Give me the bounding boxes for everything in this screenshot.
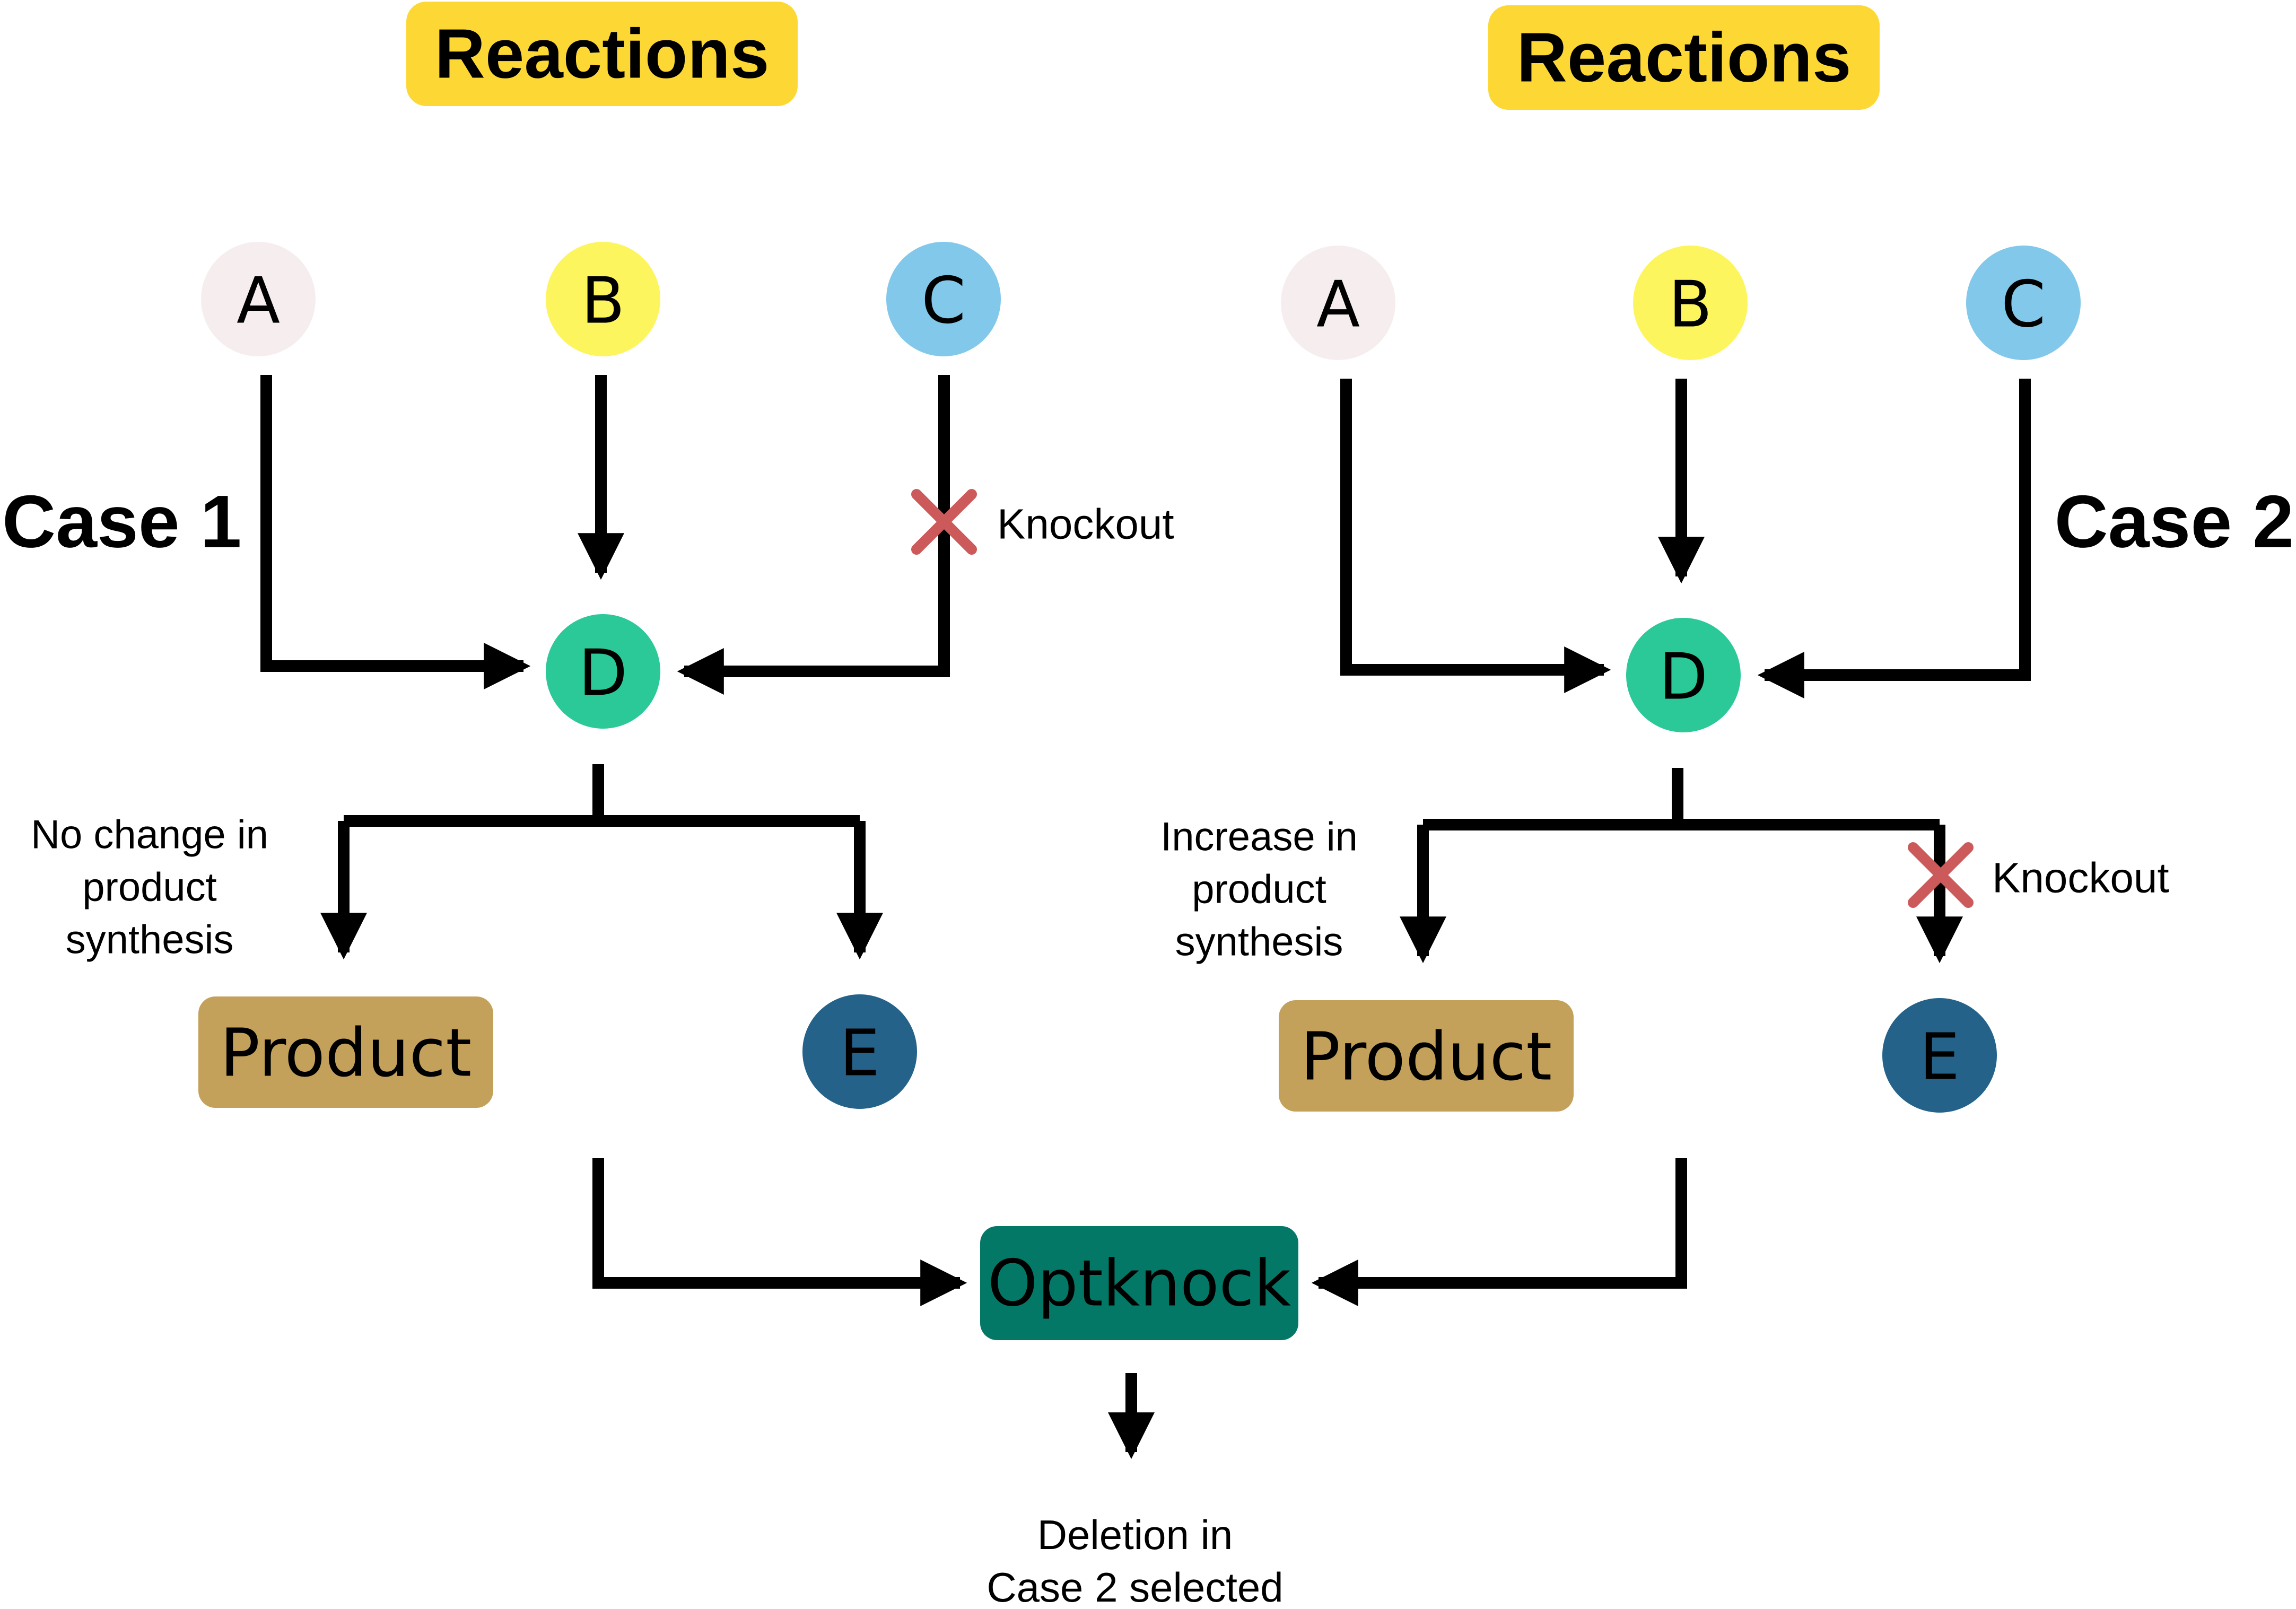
case-2-product: Product xyxy=(1279,1000,1574,1112)
arrow-case-2-to-optknock xyxy=(1311,1158,1687,1306)
case-1-node-b: B xyxy=(546,242,660,356)
arrow-case-1-to-optknock xyxy=(592,1158,967,1306)
case-1-node-a: A xyxy=(201,242,316,356)
case-1-product: Product xyxy=(198,996,493,1108)
result-line-1: Deletion in xyxy=(1037,1511,1233,1558)
result-text: Deletion in Case 2 selected xyxy=(987,1511,1283,1609)
optknock-box: Optknock xyxy=(980,1226,1298,1340)
case-1-node-a-text: A xyxy=(237,265,280,338)
case-1-panel: Reactions Case 1 A B C D E Product xyxy=(2,2,1174,1109)
case-1-node-d-text: D xyxy=(579,637,627,711)
case-1-knockout-icon xyxy=(911,489,977,555)
case-2-arrow-a-to-d xyxy=(1340,379,1611,693)
case-1-node-d: D xyxy=(546,614,660,729)
case-1-arrow-a-to-d xyxy=(260,375,531,689)
case-1-arrow-c-to-d xyxy=(677,375,950,695)
case-2-node-e: E xyxy=(1882,998,1997,1113)
case-2-knockout-icon xyxy=(1908,842,1974,908)
case-1-node-c-text: C xyxy=(921,265,966,338)
case-1-node-e: E xyxy=(802,994,917,1109)
optknock-section: Optknock Deletion in Case 2 selected xyxy=(592,1158,1687,1609)
case-2-node-c: C xyxy=(1966,246,2081,360)
case-2-node-b: B xyxy=(1633,246,1748,360)
case-2-branch-stem xyxy=(1423,768,1940,830)
case-1-effect-line-3: synthesis xyxy=(66,917,234,963)
case-2-node-b-text: B xyxy=(1669,268,1712,342)
case-2-effect-line-2: product xyxy=(1192,867,1326,912)
case-1-branch-stem xyxy=(344,764,860,827)
case-1-effect-line-2: product xyxy=(82,865,217,910)
case-1-product-text: Product xyxy=(220,1015,472,1092)
case-1-effect-text: No change in product synthesis xyxy=(31,812,268,963)
case-2-header: Reactions xyxy=(1488,5,1880,110)
case-2-header-text: Reactions xyxy=(1517,19,1852,97)
optknock-label: Optknock xyxy=(988,1247,1291,1321)
case-2-arrow-c-to-d xyxy=(1757,379,2031,698)
case-2-node-a-text: A xyxy=(1316,268,1360,342)
case-1-node-c: C xyxy=(886,242,1001,356)
case-1-header-text: Reactions xyxy=(435,15,770,93)
case-1-label: Case 1 xyxy=(2,480,241,563)
case-2-knockout-label: Knockout xyxy=(1992,854,2169,902)
case-1-node-e-text: E xyxy=(840,1017,880,1091)
case-2-panel: Reactions Case 2 A B C D E Product xyxy=(1160,5,2294,1113)
case-2-effect-text: Increase in product synthesis xyxy=(1160,815,1358,965)
case-2-node-c-text: C xyxy=(2001,268,2046,342)
case-1-header: Reactions xyxy=(406,2,798,106)
case-1-effect-line-1: No change in xyxy=(31,812,268,858)
result-line-2: Case 2 selected xyxy=(987,1564,1283,1609)
case-2-effect-line-1: Increase in xyxy=(1160,815,1358,860)
case-2-node-d-text: D xyxy=(1659,641,1708,714)
case-2-effect-line-3: synthesis xyxy=(1175,920,1343,965)
case-1-knockout-label: Knockout xyxy=(997,501,1174,548)
case-1-node-b-text: B xyxy=(581,265,625,338)
case-2-product-text: Product xyxy=(1300,1019,1552,1096)
case-2-node-e-text: E xyxy=(1919,1021,1960,1095)
case-2-node-a: A xyxy=(1281,246,1395,360)
case-2-label: Case 2 xyxy=(2055,480,2294,563)
case-2-node-d: D xyxy=(1626,618,1741,732)
